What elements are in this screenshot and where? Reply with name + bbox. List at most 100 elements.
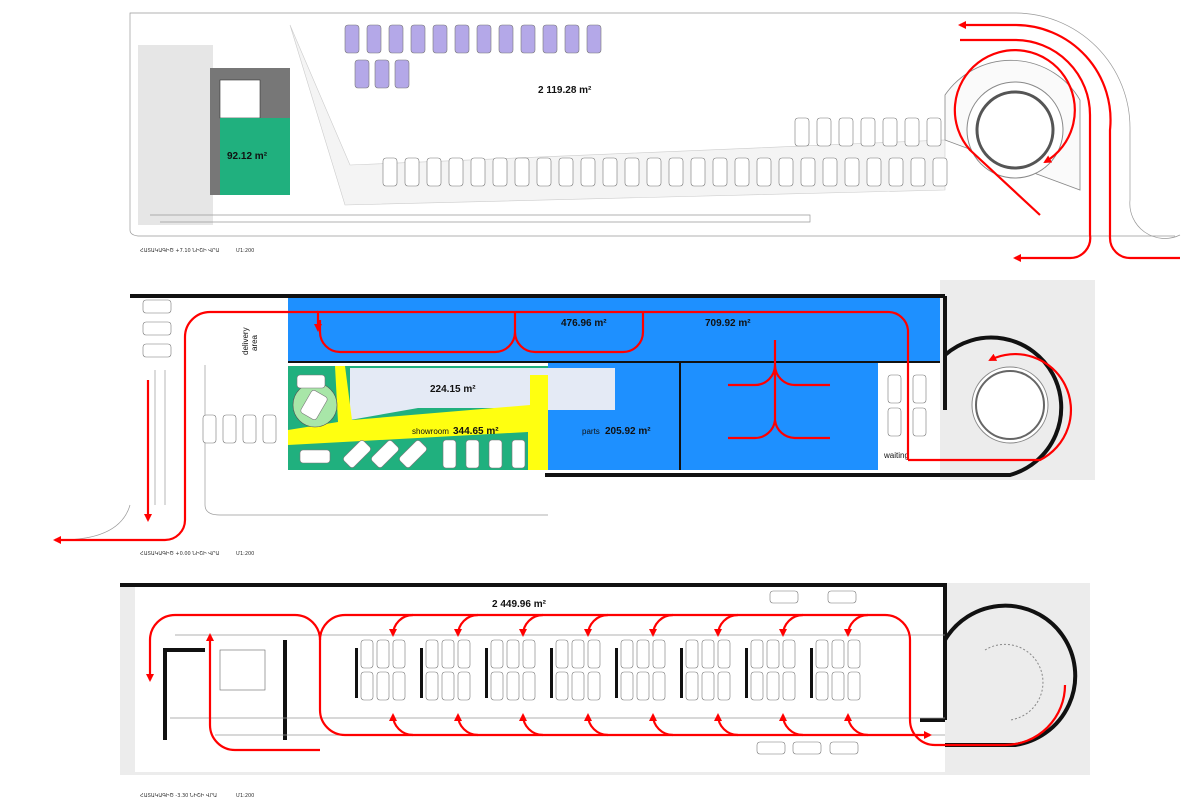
car-icon <box>457 639 471 669</box>
office-area-label: 224.15 m² <box>430 384 476 395</box>
traffic-arrow <box>779 613 804 637</box>
car-icon <box>366 24 382 54</box>
car-icon <box>360 639 374 669</box>
car-icon <box>587 671 601 701</box>
car-icon <box>300 390 328 420</box>
car-icon <box>904 117 920 147</box>
caption-level-000: ՀԱՏԱԿԱԳԻԾ +0.00 ՆԻՇԻ ՎՐԱ <box>140 551 219 557</box>
delivery-label: delivery <box>241 327 250 355</box>
plan-level-000: 476.96 m² 709.92 m² 224.15 m² showroom 3… <box>53 280 1095 557</box>
car-icon <box>506 639 520 669</box>
car-icon <box>448 157 464 187</box>
traffic-arrow <box>454 613 479 637</box>
car-icon <box>831 639 845 669</box>
car-icon <box>750 671 764 701</box>
car-icon <box>571 671 585 701</box>
traffic-arrow <box>519 613 544 637</box>
car-icon <box>717 671 731 701</box>
car-icon <box>815 639 829 669</box>
car-icon <box>838 117 854 147</box>
traffic-arrows-basement <box>146 613 1067 752</box>
car-icon <box>222 414 237 444</box>
car-icon <box>376 639 390 669</box>
car-icon <box>815 671 829 701</box>
plan-level-330: 2 449.96 m² ՀԱՏԱԿԱԳԻԾ -3.30 ՆԻՇԻ ՎՐԱ Մ1:… <box>120 583 1090 799</box>
car-icon <box>586 24 602 54</box>
traffic-arrow <box>714 613 739 637</box>
ramp-basement <box>943 603 1078 747</box>
waiting-label: waiting <box>883 451 909 460</box>
scale-level-330: Մ1:200 <box>236 793 254 799</box>
car-icon <box>536 157 552 187</box>
car-icon <box>766 639 780 669</box>
car-icon <box>498 24 514 54</box>
car-icon <box>912 374 927 404</box>
car-icon <box>558 157 574 187</box>
traffic-arrow <box>389 613 414 637</box>
car-icon <box>457 671 471 701</box>
divider-wall <box>420 648 423 698</box>
parts-label: parts <box>582 427 600 436</box>
traffic-arrow <box>779 713 804 737</box>
car-icon <box>620 671 634 701</box>
car-icon <box>571 639 585 669</box>
car-icon <box>142 321 172 336</box>
car-icon <box>392 671 406 701</box>
car-icon <box>425 671 439 701</box>
car-icon <box>394 59 410 89</box>
car-icon <box>262 414 277 444</box>
car-icon <box>866 157 882 187</box>
car-icon <box>847 671 861 701</box>
traffic-arrow <box>584 713 609 737</box>
car-icon <box>142 299 172 314</box>
car-icon <box>792 741 822 755</box>
car-icon <box>542 24 558 54</box>
service-area-a-label: 476.96 m² <box>561 318 607 329</box>
traffic-arrow <box>454 713 479 737</box>
showroom-area-label: 344.65 m² <box>453 426 499 437</box>
car-icon <box>701 671 715 701</box>
car-icon <box>520 24 536 54</box>
divider-wall <box>680 648 683 698</box>
traffic-arrow <box>389 713 414 737</box>
car-icon <box>800 157 816 187</box>
car-icon <box>425 639 439 669</box>
delivery-area-label: area <box>250 334 259 351</box>
car-icon <box>343 440 371 468</box>
caption-level-710: ՀԱՏԱԿԱԳԻԾ +7.10 ՆԻՇԻ ՎՐԱ <box>140 248 219 254</box>
car-icon <box>912 407 927 437</box>
traffic-arrow <box>844 713 869 737</box>
car-icon <box>910 157 926 187</box>
car-icon <box>399 440 427 468</box>
car-icon <box>488 439 503 469</box>
divider-wall <box>550 648 553 698</box>
scale-level-710: Մ1:200 <box>236 248 254 254</box>
car-icon <box>392 639 406 669</box>
car-icon <box>636 671 650 701</box>
traffic-arrow <box>649 613 674 637</box>
car-icon <box>636 639 650 669</box>
traffic-arrows-ground <box>53 310 1072 544</box>
car-icon <box>887 374 902 404</box>
car-icon <box>344 24 360 54</box>
parking-area-label: 2 119.28 m² <box>538 85 592 96</box>
traffic-arrow <box>649 713 674 737</box>
car-icon <box>202 414 217 444</box>
car-icon <box>882 117 898 147</box>
car-icon <box>360 671 374 701</box>
car-icon <box>794 117 810 147</box>
car-icon <box>816 117 832 147</box>
divider-wall <box>355 648 358 698</box>
car-icon <box>522 639 536 669</box>
car-icon <box>756 741 786 755</box>
caption-level-330: ՀԱՏԱԿԱԳԻԾ -3.30 ՆԻՇԻ ՎՐԱ <box>140 793 217 799</box>
divider-wall <box>615 648 618 698</box>
car-icon <box>410 24 426 54</box>
car-icon <box>465 439 480 469</box>
car-icon <box>454 24 470 54</box>
car-icon <box>388 24 404 54</box>
core-area <box>220 118 290 195</box>
traffic-arrows-top <box>953 21 1180 262</box>
car-icon <box>624 157 640 187</box>
car-icon <box>847 639 861 669</box>
